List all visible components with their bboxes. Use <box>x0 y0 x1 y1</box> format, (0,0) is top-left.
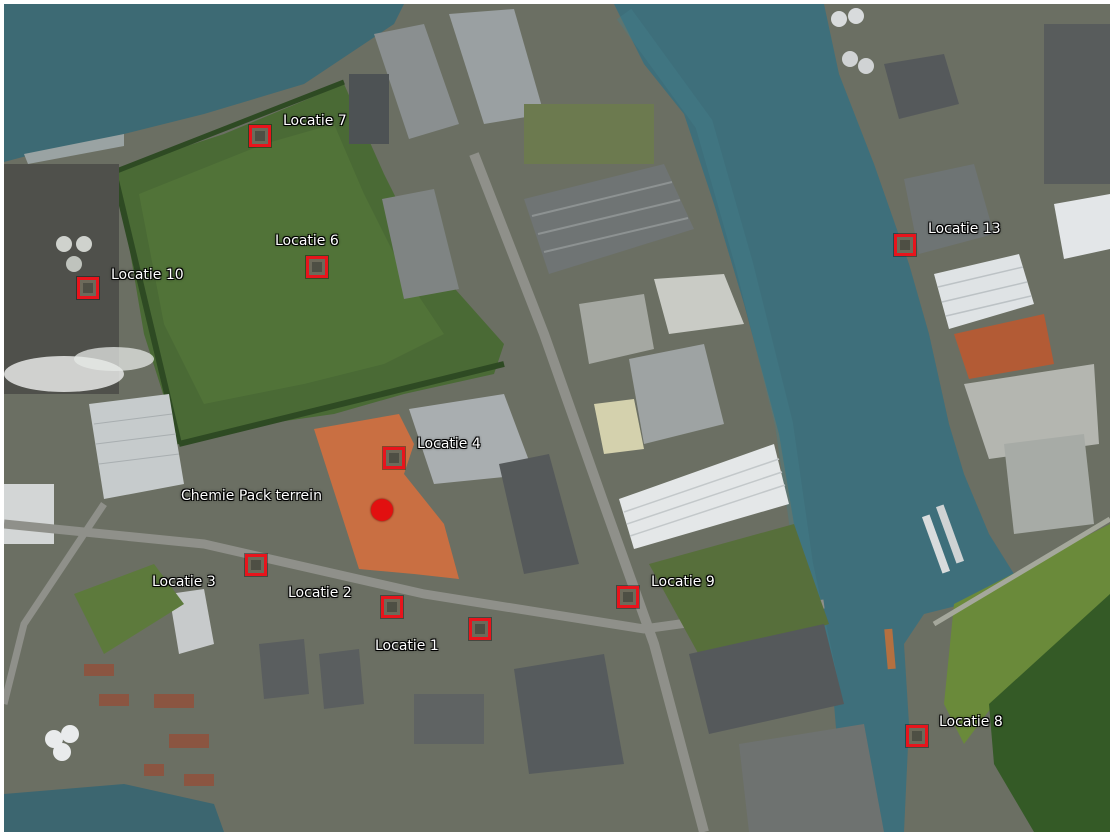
label-locatie-6: Locatie 6 <box>275 233 339 249</box>
canal-bottom-left <box>4 784 224 832</box>
marker-locatie-6[interactable] <box>306 256 328 278</box>
marker-locatie-7[interactable] <box>249 125 271 147</box>
canal-top-left <box>4 4 404 162</box>
site-label: Chemie Pack terrein <box>181 488 322 504</box>
map-imagery <box>4 4 1110 832</box>
label-locatie-4: Locatie 4 <box>417 436 481 452</box>
label-locatie-2: Locatie 2 <box>288 585 352 601</box>
pier <box>24 134 124 164</box>
marker-locatie-8[interactable] <box>906 725 928 747</box>
marker-locatie-3[interactable] <box>245 554 267 576</box>
satellite-map[interactable]: Chemie Pack terrein Locatie 7 Locatie 6 … <box>4 4 1110 832</box>
label-locatie-7: Locatie 7 <box>283 113 347 129</box>
dark-warehouse <box>689 624 844 734</box>
river <box>614 4 1014 832</box>
dike <box>944 524 1110 744</box>
label-locatie-8: Locatie 8 <box>939 714 1003 730</box>
label-locatie-13: Locatie 13 <box>928 221 1001 237</box>
label-locatie-1: Locatie 1 <box>375 638 439 654</box>
marker-locatie-4[interactable] <box>383 447 405 469</box>
marker-locatie-1[interactable] <box>469 618 491 640</box>
label-locatie-10: Locatie 10 <box>111 267 184 283</box>
chemie-pack-site-dot[interactable] <box>371 499 393 521</box>
marker-locatie-10[interactable] <box>77 277 99 299</box>
label-locatie-9: Locatie 9 <box>651 574 715 590</box>
marker-locatie-2[interactable] <box>381 596 403 618</box>
chemie-pack-area <box>314 414 459 579</box>
marker-locatie-9[interactable] <box>617 586 639 608</box>
marker-locatie-13[interactable] <box>894 234 916 256</box>
label-locatie-3: Locatie 3 <box>152 574 216 590</box>
